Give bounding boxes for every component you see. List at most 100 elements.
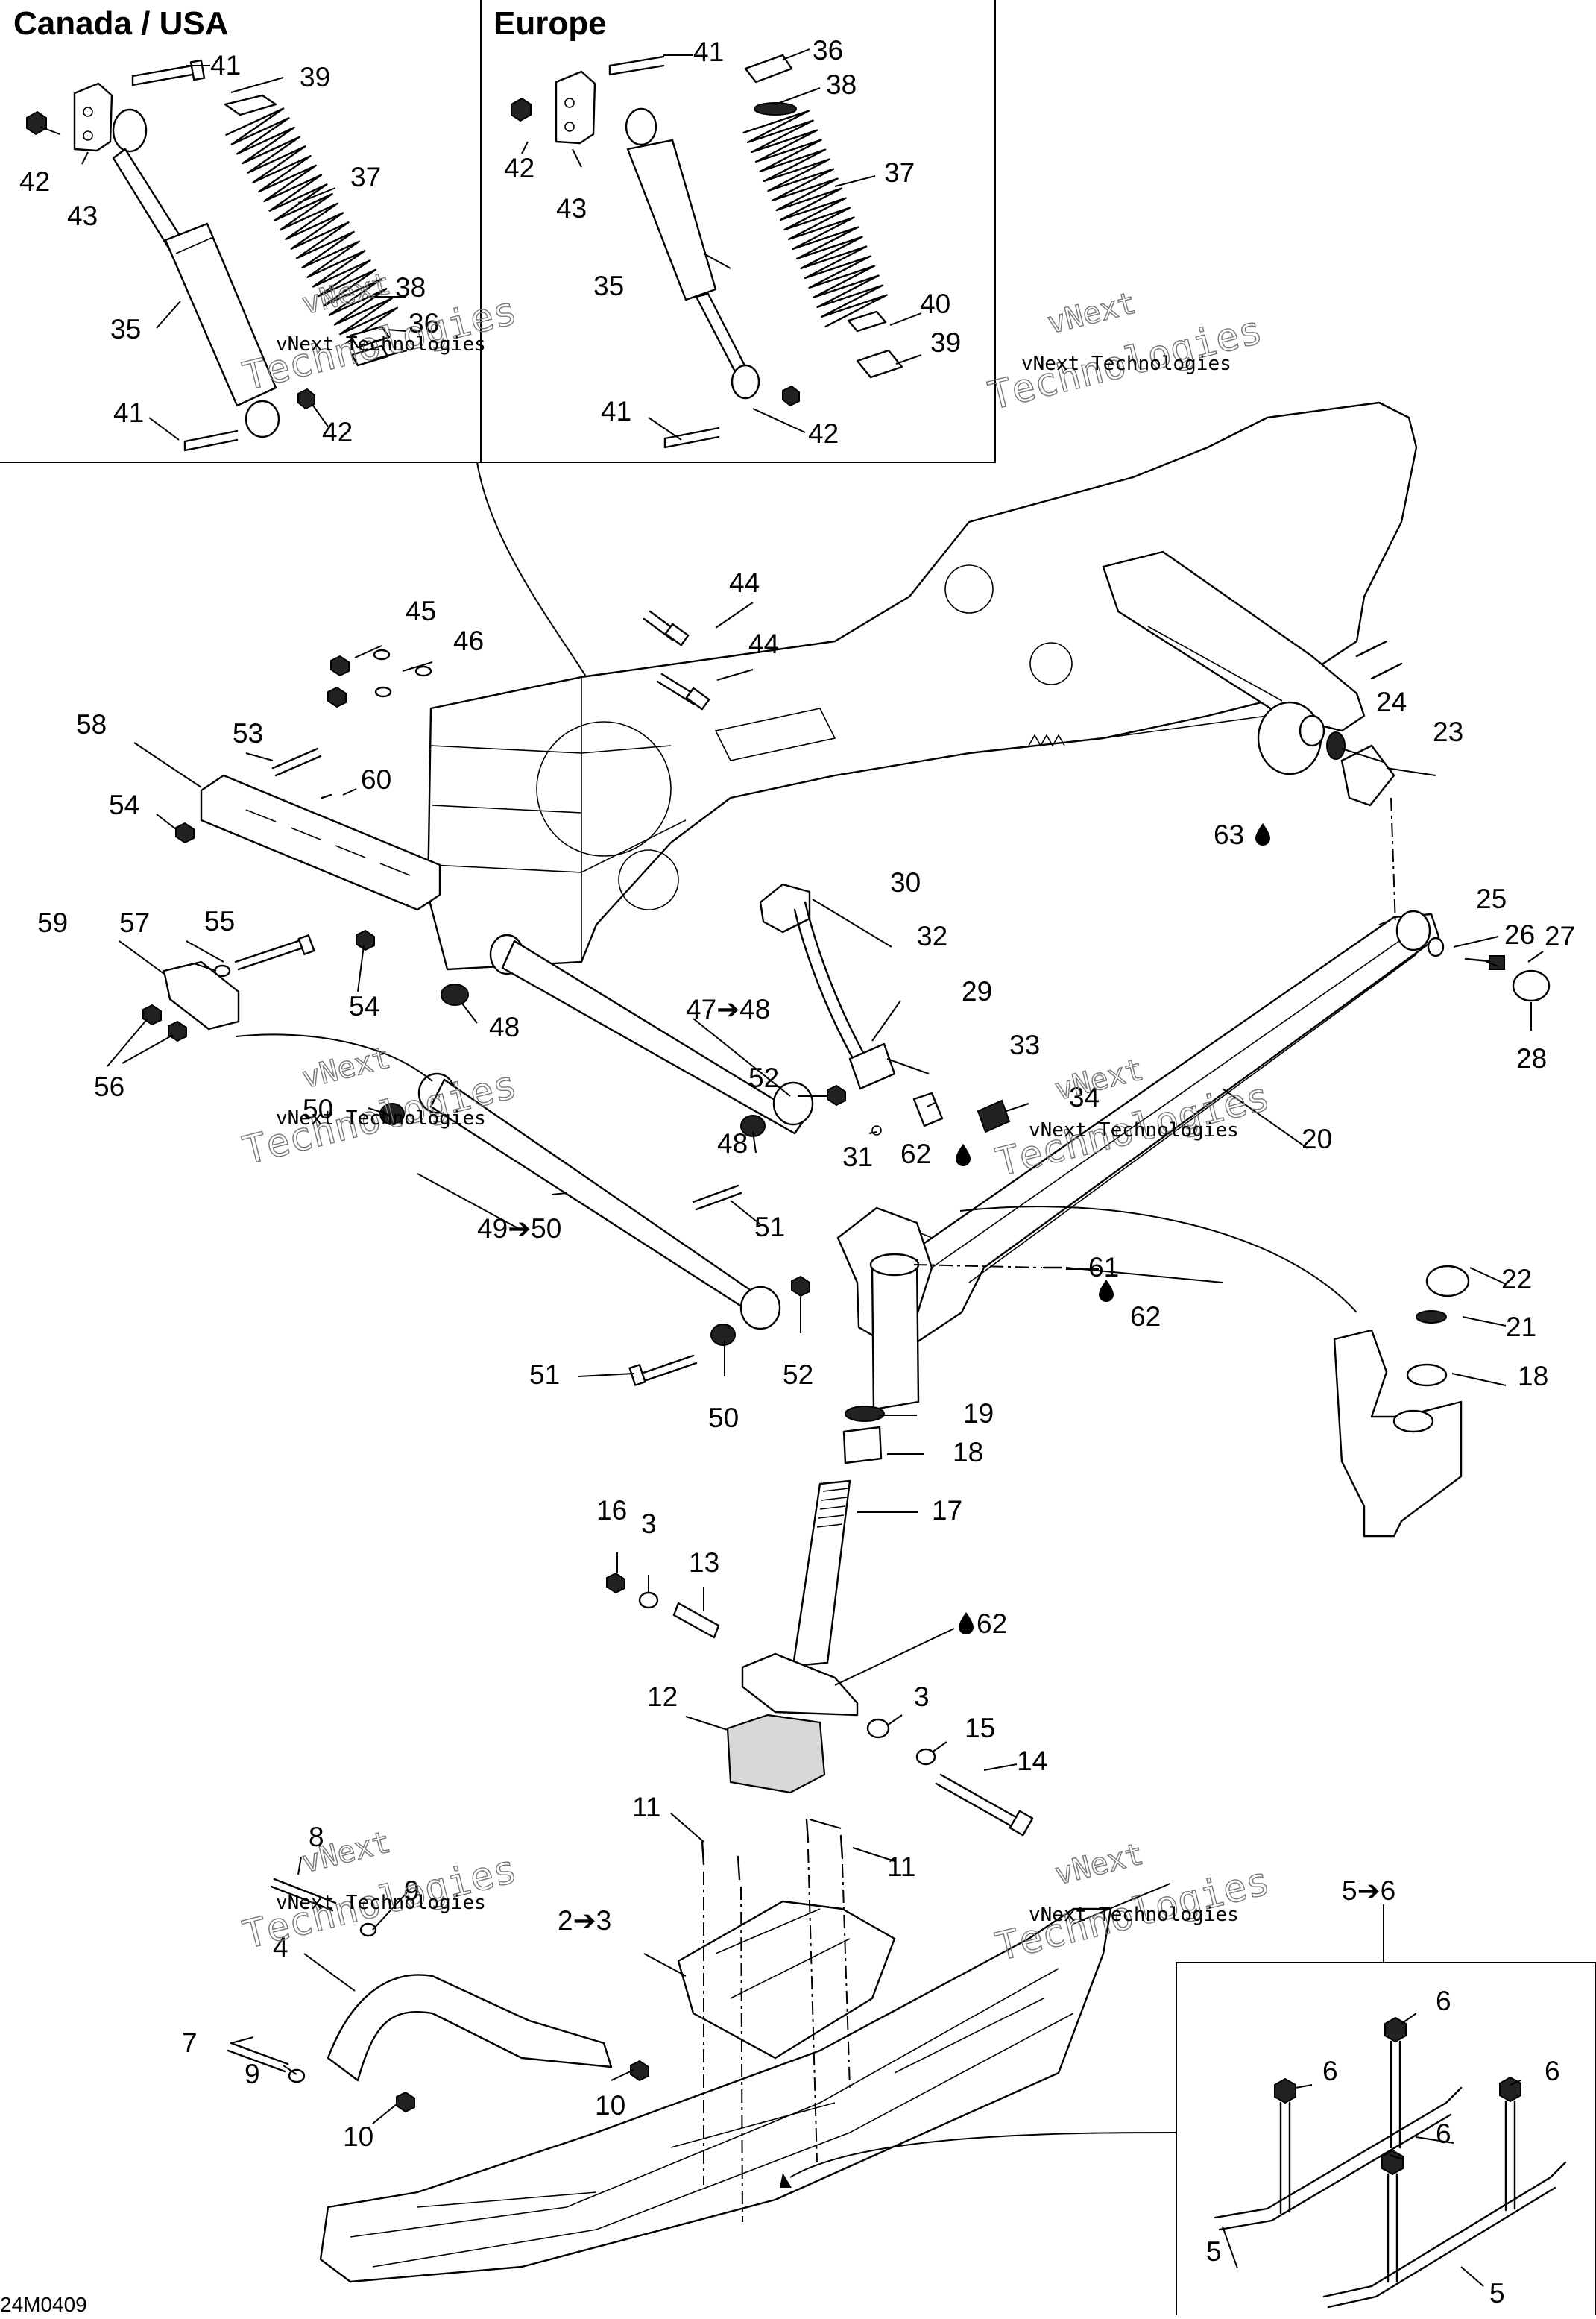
- callout-8: 8: [309, 1822, 324, 1852]
- bushing-50-a: [379, 1103, 405, 1125]
- nut-16: [606, 1572, 625, 1594]
- arrowhead: [780, 2173, 792, 2188]
- callout-28: 28: [1516, 1043, 1547, 1074]
- ski-edges: [350, 1968, 1074, 2268]
- callout-63: 63: [1214, 819, 1244, 850]
- callout-30: 30: [890, 867, 921, 898]
- callout-39: 39: [930, 327, 961, 358]
- bolt-7: [227, 2042, 289, 2073]
- centerline: [913, 1264, 1043, 1268]
- chassis-rail: [714, 708, 836, 761]
- leader-line: [461, 1003, 478, 1024]
- bushing-33: [912, 1092, 944, 1127]
- washer-3-b: [866, 1718, 890, 1739]
- washer-9-b: [288, 2068, 306, 2083]
- leader-line: [809, 1819, 842, 1829]
- leader-line: [1386, 767, 1436, 776]
- leader-line: [611, 2069, 634, 2081]
- plate-slots: [245, 809, 411, 876]
- callout-41: 41: [693, 37, 724, 67]
- runner-arrow: [789, 2132, 1177, 2178]
- leader-line: [521, 141, 529, 154]
- leader-line: [716, 669, 754, 681]
- retainer-38: [754, 102, 797, 116]
- leader-line: [752, 408, 806, 433]
- nut-42-bottom: [297, 388, 315, 410]
- watermark-line: vNext Technologies: [1021, 353, 1231, 375]
- callout-35: 35: [110, 314, 141, 344]
- leader-line: [372, 1892, 408, 1931]
- callout-48: 48: [717, 1128, 748, 1159]
- chassis-frame: [426, 401, 1418, 1331]
- arm-pivot: [1395, 910, 1431, 951]
- callout-53: 53: [233, 718, 263, 749]
- frame-hole: [1029, 642, 1073, 685]
- callout-37: 37: [884, 157, 915, 188]
- canada-usa-title: Canada / USA: [13, 5, 229, 42]
- bracket-arrow: [235, 1033, 433, 1082]
- leader-line: [148, 417, 180, 441]
- washer-9-a: [359, 1922, 377, 1937]
- callout-56: 56: [94, 1072, 124, 1102]
- callout-22: 22: [1501, 1264, 1532, 1294]
- leader-line: [834, 1628, 955, 1686]
- grease-drop-icon: [959, 1612, 974, 1634]
- detail-circle: [536, 721, 672, 857]
- watermark-small: vNext: [1044, 286, 1139, 341]
- ski-keel: [417, 1998, 1044, 2208]
- europe-inset-frame: [480, 0, 996, 463]
- callout-52: 52: [748, 1063, 779, 1093]
- callout-36: 36: [813, 35, 843, 66]
- spindle-tube: [871, 1259, 920, 1411]
- callout-14: 14: [1017, 1746, 1047, 1776]
- stud: [1279, 2101, 1291, 2215]
- shock-ring: [175, 236, 214, 254]
- centerline: [1390, 797, 1396, 925]
- watermark-line: vNext Technologies: [276, 1107, 486, 1130]
- shock-eye-top: [112, 108, 148, 153]
- stud: [1387, 2173, 1398, 2283]
- callout-6: 6: [1436, 2118, 1451, 2149]
- leader-line: [551, 1192, 567, 1195]
- leader-line: [81, 151, 89, 165]
- callout-37: 37: [350, 162, 381, 192]
- callout-46: 46: [453, 626, 484, 656]
- shock-rod: [695, 292, 750, 379]
- callout-39: 39: [300, 62, 330, 92]
- callout-59: 59: [37, 907, 68, 938]
- leader-line: [730, 1200, 761, 1225]
- leader-line: [703, 253, 731, 269]
- callout-34: 34: [1069, 1082, 1100, 1113]
- leader-line: [372, 350, 408, 360]
- callout-27: 27: [1545, 921, 1575, 951]
- callout-3: 3: [914, 1681, 930, 1712]
- bolt-41-bottom: [183, 429, 239, 452]
- callout-41: 41: [113, 397, 144, 428]
- leader-line: [230, 77, 284, 93]
- bolt-head: [628, 1364, 646, 1386]
- spindle-foot: [741, 1652, 859, 1717]
- leader-line: [119, 940, 165, 975]
- watermark-line: vNext Technologies: [276, 1892, 486, 1914]
- leader-line: [931, 1741, 947, 1753]
- callout-54: 54: [349, 991, 379, 1022]
- spring-seat-39: [856, 349, 903, 379]
- pin-13: [672, 1602, 720, 1639]
- canada-usa-shock-assembly: [26, 59, 398, 452]
- leader-line: [1451, 1373, 1507, 1386]
- callout-43: 43: [556, 193, 587, 224]
- leader-line: [122, 1034, 174, 1064]
- leader-line: [886, 1714, 903, 1726]
- washer-15: [915, 1748, 936, 1766]
- callout-55: 55: [204, 906, 235, 937]
- grease-drop-icon: [1099, 1280, 1114, 1302]
- watermark-small: vNext: [298, 1040, 394, 1095]
- bolt-41-bottom: [663, 427, 720, 449]
- watermark-line: vNext Technologies: [1029, 1119, 1239, 1142]
- plate-58: [142, 747, 441, 1042]
- callout-9: 9: [245, 2059, 260, 2089]
- crossmember-lines: [1103, 626, 1283, 739]
- inset-arrow: [476, 462, 597, 694]
- arm-edges: [931, 939, 1417, 1283]
